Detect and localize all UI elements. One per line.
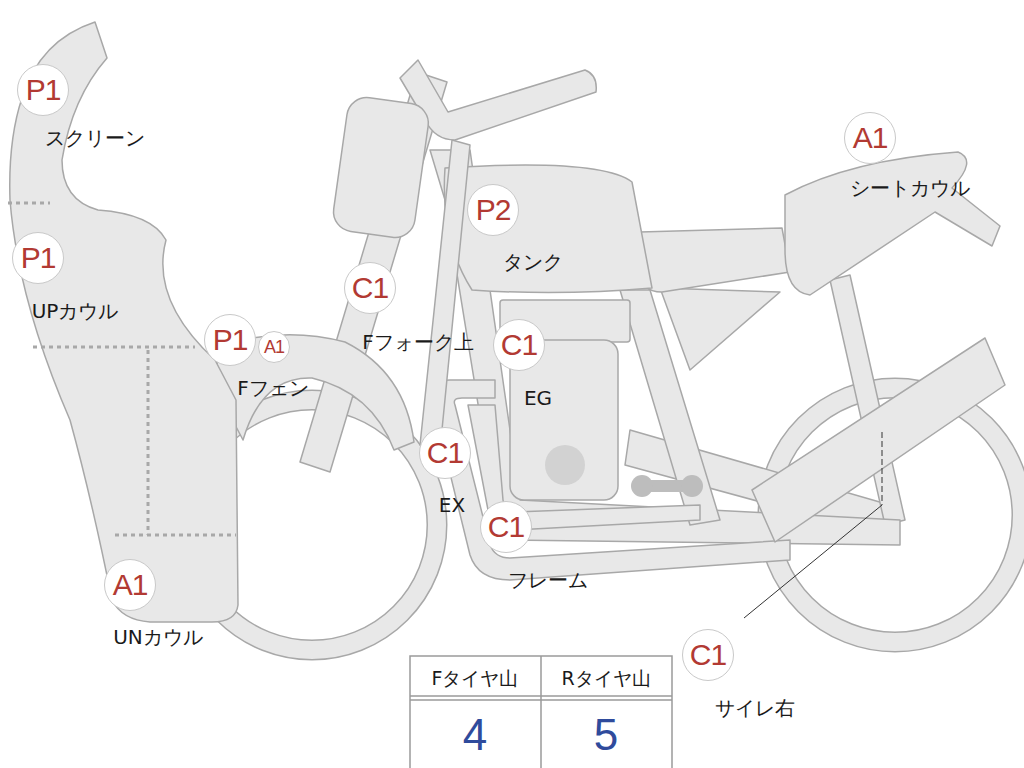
callout-code: C1 [344, 262, 396, 314]
callout-code: P2 [467, 184, 519, 236]
callout-code: C1 [493, 319, 545, 371]
callout-code: P1 [12, 232, 64, 284]
callout-code: A1 [104, 559, 156, 611]
table-header: Rタイヤ山 [561, 669, 650, 688]
part-name: EX [439, 495, 465, 515]
part-name: フレーム [508, 570, 588, 590]
part-name: EG [524, 388, 552, 408]
part-name: サイレ右 [715, 698, 795, 718]
table-value: 5 [594, 713, 618, 757]
callout-code: C1 [419, 427, 471, 479]
part-name: スクリーン [45, 128, 145, 148]
table-header: Fタイヤ山 [432, 669, 519, 688]
part-name: シートカウル [850, 178, 970, 198]
part-name: タンク [503, 252, 563, 272]
callout-code: C1 [682, 629, 734, 681]
table-value: 4 [463, 713, 487, 757]
callout-code: P1 [204, 314, 256, 366]
callout-code: A1 [844, 112, 896, 164]
part-name: UPカウル [32, 301, 119, 321]
part-name: UNカウル [113, 627, 203, 647]
callout-code: A1 [258, 331, 290, 363]
part-name: Fフォーク上 [362, 332, 474, 352]
part-name: Fフェン [237, 378, 309, 398]
callout-code: P1 [17, 64, 69, 116]
callout-code: C1 [480, 501, 532, 553]
